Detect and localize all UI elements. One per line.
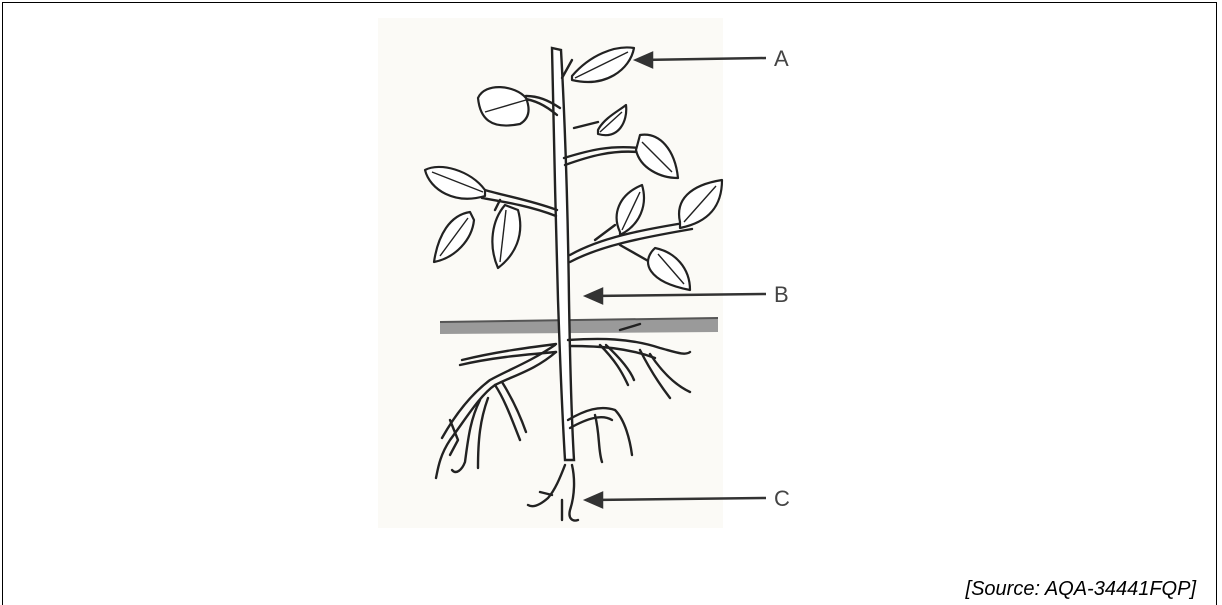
label-b: B (774, 282, 789, 308)
label-a: A (774, 46, 789, 72)
label-c: C (774, 486, 790, 512)
soil-line (440, 318, 718, 334)
source-citation: [Source: AQA-34441FQP] (966, 578, 1196, 601)
